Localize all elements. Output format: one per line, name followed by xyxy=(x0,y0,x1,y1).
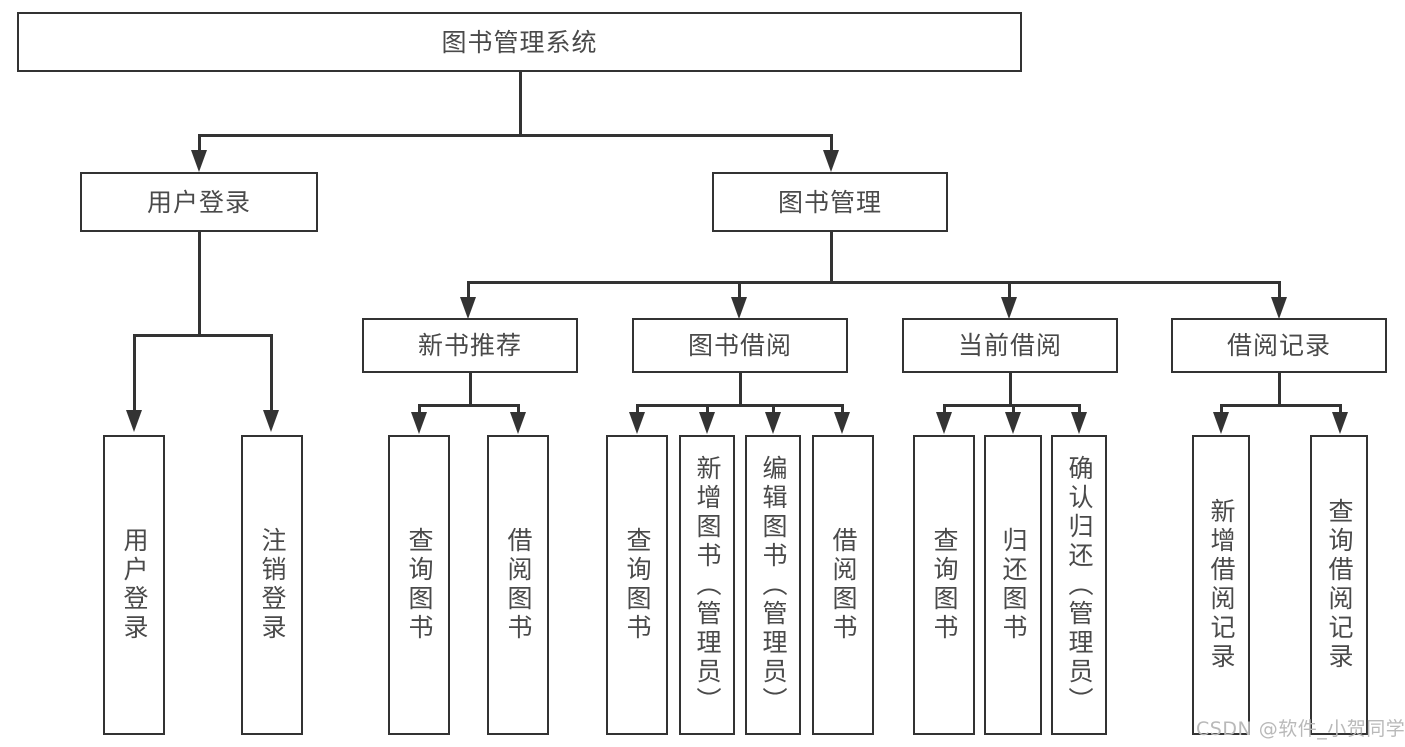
connector-bm-to-borrow-record xyxy=(1278,281,1281,303)
arrow-br-to-query-record xyxy=(1332,412,1348,434)
node-new-book-recommend-label: 新书推荐 xyxy=(417,331,522,360)
node-current-borrow[interactable]: 当前借阅 xyxy=(902,318,1118,373)
node-leaf-add-borrow-record[interactable]: 新增借阅记录 xyxy=(1192,435,1250,735)
node-leaf-edit-book-admin[interactable]: 编辑图书（管理员） xyxy=(745,435,801,735)
node-leaf-user-logout[interactable]: 注销登录 xyxy=(241,435,303,735)
connector-br-2 xyxy=(1339,404,1342,416)
connector-br-1 xyxy=(1220,404,1223,416)
node-book-management[interactable]: 图书管理 xyxy=(712,172,948,232)
connector-borrow-record-bar xyxy=(1220,404,1340,407)
node-leaf-borrow-book-2[interactable]: 借阅图书 xyxy=(812,435,874,735)
node-leaf-add-book-admin[interactable]: 新增图书（管理员） xyxy=(679,435,735,735)
node-leaf-query-borrow-record-label: 查询借阅记录 xyxy=(1325,498,1354,672)
node-new-book-recommend[interactable]: 新书推荐 xyxy=(362,318,578,373)
node-leaf-edit-book-admin-label: 编辑图书（管理员） xyxy=(759,454,788,716)
connector-user-login-bar xyxy=(133,334,272,337)
node-user-login-label: 用户登录 xyxy=(146,187,251,217)
connector-book-management-bar xyxy=(467,281,1280,284)
connector-cb-2 xyxy=(1012,404,1015,416)
node-leaf-add-borrow-record-label: 新增借阅记录 xyxy=(1207,498,1236,672)
node-leaf-query-book-3[interactable]: 查询图书 xyxy=(913,435,975,735)
node-leaf-user-logout-label: 注销登录 xyxy=(258,527,287,643)
connector-new-book-left xyxy=(418,404,421,416)
arrow-bb-to-edit-book xyxy=(765,412,781,434)
connector-bm-to-book-borrow xyxy=(738,281,741,303)
arrow-new-book-to-query-book xyxy=(411,412,427,434)
connector-cb-1 xyxy=(943,404,946,416)
node-book-management-label: 图书管理 xyxy=(777,187,882,217)
arrow-new-book-to-borrow-book xyxy=(510,412,526,434)
arrow-cb-to-return-book xyxy=(1005,412,1021,434)
node-leaf-query-book-1-label: 查询图书 xyxy=(405,527,434,643)
node-leaf-query-book-2-label: 查询图书 xyxy=(623,527,652,643)
node-borrow-record[interactable]: 借阅记录 xyxy=(1171,318,1387,373)
node-leaf-add-book-admin-label: 新增图书（管理员） xyxy=(693,454,722,716)
connector-bb-2 xyxy=(706,404,709,416)
connector-root-to-user-login xyxy=(198,134,201,156)
node-leaf-query-book-1[interactable]: 查询图书 xyxy=(388,435,450,735)
connector-new-book-bar xyxy=(418,404,519,407)
node-leaf-query-borrow-record[interactable]: 查询借阅记录 xyxy=(1310,435,1368,735)
connector-current-borrow-bar xyxy=(943,404,1080,407)
connector-root-bar xyxy=(198,134,832,137)
node-leaf-query-book-2[interactable]: 查询图书 xyxy=(606,435,668,735)
arrow-bb-to-query-book xyxy=(629,412,645,434)
node-user-login[interactable]: 用户登录 xyxy=(80,172,318,232)
node-leaf-query-book-3-label: 查询图书 xyxy=(930,527,959,643)
arrow-user-login-to-leaf-user-logout xyxy=(263,410,279,432)
node-leaf-borrow-book-1[interactable]: 借阅图书 xyxy=(487,435,549,735)
connector-borrow-record-stem xyxy=(1278,373,1281,406)
connector-root-stem xyxy=(519,72,522,135)
connector-current-borrow-stem xyxy=(1009,373,1012,406)
arrow-bm-to-book-borrow xyxy=(731,297,747,319)
arrow-bb-to-borrow-book xyxy=(834,412,850,434)
connector-book-borrow-stem xyxy=(739,373,742,406)
arrow-br-to-add-record xyxy=(1213,412,1229,434)
node-book-borrow[interactable]: 图书借阅 xyxy=(632,318,848,373)
node-leaf-borrow-book-2-label: 借阅图书 xyxy=(829,527,858,643)
node-current-borrow-label: 当前借阅 xyxy=(957,331,1062,360)
node-leaf-user-login-label: 用户登录 xyxy=(120,527,149,643)
arrow-user-login-to-leaf-user-login xyxy=(126,410,142,432)
connector-user-login-right xyxy=(270,334,273,414)
node-root-label: 图书管理系统 xyxy=(441,27,598,57)
arrow-bm-to-current-borrow xyxy=(1001,297,1017,319)
node-borrow-record-label: 借阅记录 xyxy=(1226,331,1331,360)
arrow-bm-to-new-book-recommend xyxy=(460,297,476,319)
csdn-watermark: CSDN @软件_小贺同学 xyxy=(1196,718,1405,740)
connector-user-login-left xyxy=(133,334,136,414)
connector-bb-1 xyxy=(636,404,639,416)
connector-root-to-book-management xyxy=(830,134,833,156)
arrow-bb-to-add-book xyxy=(699,412,715,434)
node-leaf-confirm-return-admin[interactable]: 确认归还（管理员） xyxy=(1051,435,1107,735)
arrow-root-to-user-login xyxy=(191,150,207,172)
connector-bm-to-new-book xyxy=(467,281,470,303)
node-root[interactable]: 图书管理系统 xyxy=(17,12,1022,72)
node-leaf-borrow-book-1-label: 借阅图书 xyxy=(504,527,533,643)
connector-bm-to-current-borrow xyxy=(1008,281,1011,303)
connector-book-borrow-bar xyxy=(636,404,843,407)
arrow-cb-to-query-book xyxy=(936,412,952,434)
connector-user-login-stem xyxy=(198,232,201,336)
connector-cb-3 xyxy=(1078,404,1081,416)
connector-bb-3 xyxy=(772,404,775,416)
connector-book-management-stem xyxy=(830,232,833,282)
node-leaf-return-book-label: 归还图书 xyxy=(999,527,1028,643)
arrow-root-to-book-management xyxy=(823,150,839,172)
node-leaf-return-book[interactable]: 归还图书 xyxy=(984,435,1042,735)
node-leaf-user-login[interactable]: 用户登录 xyxy=(103,435,165,735)
connector-new-book-right xyxy=(517,404,520,416)
connector-new-book-stem xyxy=(469,373,472,406)
connector-bb-4 xyxy=(841,404,844,416)
arrow-cb-to-confirm-return xyxy=(1071,412,1087,434)
node-book-borrow-label: 图书借阅 xyxy=(687,331,792,360)
arrow-bm-to-borrow-record xyxy=(1271,297,1287,319)
node-leaf-confirm-return-admin-label: 确认归还（管理员） xyxy=(1065,454,1094,716)
